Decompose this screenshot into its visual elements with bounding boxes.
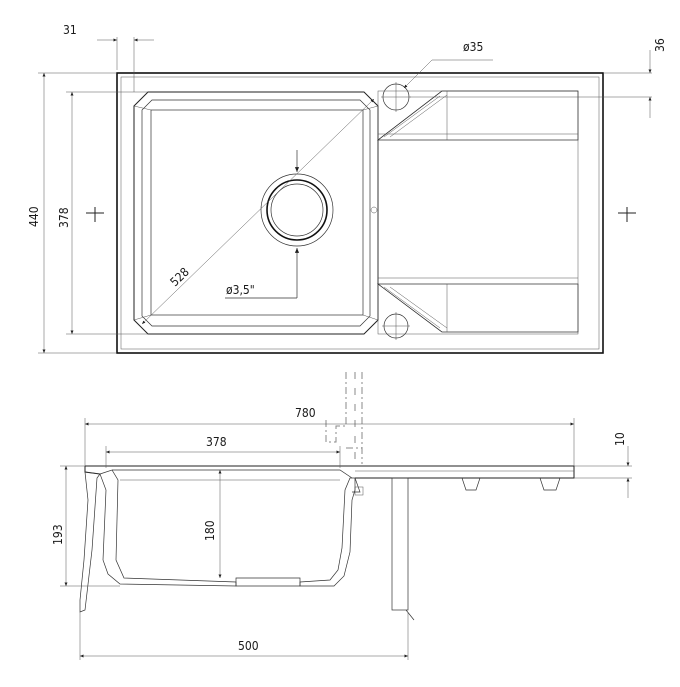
drain-seat — [235, 577, 301, 587]
tap-hole-icon — [381, 82, 411, 112]
drainer-board — [370, 90, 579, 335]
section-marker-left-icon — [86, 207, 104, 222]
drain-diameter-label: ø3,5" — [226, 283, 255, 297]
bowl-wall-right — [299, 477, 356, 587]
diagonal-dimension-line — [141, 98, 375, 325]
sink-outline — [116, 72, 604, 354]
bowl-depth-label: 378 — [57, 207, 71, 228]
deck-outline — [85, 465, 575, 479]
bowl-diagonal-label: 528 — [167, 265, 192, 289]
cabinet-width-label: 500 — [238, 639, 259, 653]
deck-thickness-label: 10 — [613, 432, 627, 446]
overflow-hole-icon — [382, 312, 410, 340]
cabinet-wall-right — [391, 477, 409, 611]
overall-length-label: 780 — [295, 406, 316, 420]
drain-icon — [225, 150, 334, 299]
section-view: 780 378 10 193 180 500 — [51, 372, 632, 660]
total-height-label: 193 — [51, 524, 65, 545]
edge-offset-label: 31 — [63, 23, 77, 37]
bowl-height-label: 180 — [203, 520, 217, 541]
bowl-width-label: 378 — [206, 435, 227, 449]
left-wall-section — [79, 471, 101, 613]
tap-hole-diameter-label: ø35 — [463, 40, 483, 54]
top-view: ø3,5" 528 ø35 — [27, 23, 667, 354]
tap-hole-offset-label: 36 — [653, 38, 667, 52]
section-marker-right-icon — [618, 207, 636, 222]
overall-depth-label: 440 — [27, 206, 41, 227]
